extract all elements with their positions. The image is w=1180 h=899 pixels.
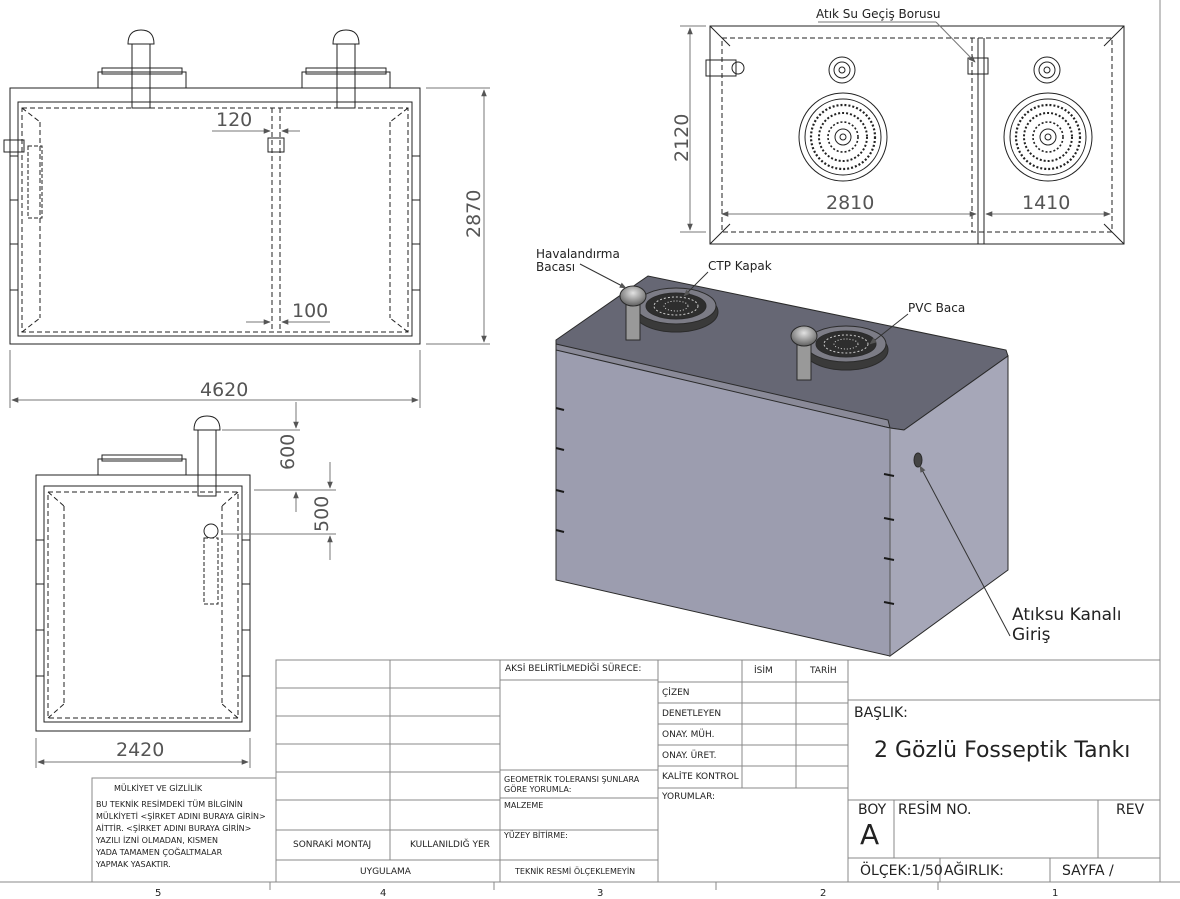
zone-label-5: 5: [155, 888, 162, 899]
tb-sonraki: SONRAKİ MONTAJ: [293, 840, 372, 850]
callout-atiksu-2: Giriş: [1012, 625, 1051, 645]
isometric-view: [555, 275, 1009, 657]
tb-boy: BOY: [858, 802, 887, 818]
title-block-grid: [91, 659, 1161, 883]
zone-ticks: [269, 882, 939, 890]
tb-agirlik: AĞIRLIK:: [944, 863, 1004, 879]
tb-cizen: ÇİZEN: [662, 688, 690, 698]
dim-1410: 1410: [1022, 192, 1070, 214]
zone-label-2: 2: [820, 888, 827, 899]
ownership-line: MÜLKİYETİ <ŞİRKET ADINI BURAYA GİRİN>: [96, 812, 266, 821]
tb-aksi: AKSİ BELİRTİLMEDİĞİ SÜRECE:: [505, 664, 642, 674]
tb-geometrik-1: GEOMETRİK TOLERANSI ŞUNLARA: [504, 775, 640, 784]
tb-yorumlar: YORUMLAR:: [662, 792, 716, 802]
tb-onay-muh: ONAY. MÜH.: [662, 730, 715, 740]
ownership-line: YAZILI İZNİ OLMADAN, KISMEN: [96, 836, 218, 845]
top-view: [705, 25, 1125, 245]
tb-kalite: KALİTE KONTROL: [662, 772, 739, 782]
dim-2810: 2810: [826, 192, 874, 214]
tb-boy-value: A: [860, 818, 880, 851]
ownership-line: YADA TAMAMEN ÇOĞALTMALAR: [96, 848, 223, 857]
tb-baslik: BAŞLIK:: [854, 705, 908, 721]
front-dimensions: [9, 87, 490, 408]
tb-denetleyen: DENETLEYEN: [662, 709, 722, 719]
tb-uygulama: UYGULAMA: [360, 867, 411, 877]
tb-teknik: TEKNİK RESMİ ÖLÇEKLEMEYİN: [515, 867, 636, 876]
callout-atik-su: Atık Su Geçiş Borusu: [816, 7, 941, 21]
callout-havalandirma-2: Bacası: [536, 260, 575, 274]
tb-onay-uret: ONAY. ÜRET.: [662, 751, 717, 761]
iso-callout-lines: [579, 263, 1011, 637]
dim-600: 600: [277, 434, 299, 470]
dim-4620: 4620: [200, 379, 248, 401]
ownership-line: BU TEKNİK RESİMDEKİ TÜM BİLGİNİN: [96, 800, 243, 809]
callout-atiksu-1: Atıksu Kanalı: [1012, 605, 1122, 625]
side-dimensions: [35, 402, 336, 768]
dim-100: 100: [292, 300, 328, 322]
dim-500: 500: [311, 496, 333, 532]
tb-olcek: ÖLÇEK:1/50: [860, 863, 943, 879]
drawing-title: 2 Gözlü Fosseptik Tankı: [874, 738, 1131, 763]
top-dimensions: [680, 21, 1111, 233]
tb-malzeme: MALZEME: [504, 801, 544, 810]
zone-label-3: 3: [597, 888, 604, 899]
tb-yuzey: YÜZEY BİTİRME:: [504, 831, 568, 840]
ownership-line: YAPMAK YASAKTIR.: [96, 860, 171, 869]
tb-isim: İSİM: [754, 666, 773, 676]
tb-geometrik-2: GÖRE YORUMLA:: [504, 785, 572, 794]
zone-label-1: 1: [1052, 888, 1059, 899]
ownership-line: AİTTİR. <ŞİRKET ADINI BURAYA GİRİN>: [96, 824, 252, 833]
tb-kullanildigi: KULLANILDIĞ YER: [410, 840, 490, 850]
ownership-heading: MÜLKİYET VE GİZLİLİK: [114, 784, 203, 793]
callout-pvc: PVC Baca: [908, 301, 965, 315]
front-view: [3, 29, 421, 345]
dim-2420: 2420: [116, 739, 164, 761]
dim-2120: 2120: [671, 114, 693, 162]
tb-tarih: TARİH: [810, 666, 837, 676]
callout-ctp: CTP Kapak: [708, 259, 772, 273]
tb-sayfa: SAYFA /: [1062, 863, 1114, 879]
dim-2870: 2870: [463, 190, 485, 238]
callout-havalandirma-1: Havalandırma: [536, 247, 620, 261]
zone-label-4: 4: [380, 888, 387, 899]
dim-120: 120: [216, 109, 252, 131]
side-view: [35, 415, 251, 732]
tb-rev: REV: [1116, 802, 1145, 818]
tb-resim-no: RESİM NO.: [898, 802, 972, 818]
